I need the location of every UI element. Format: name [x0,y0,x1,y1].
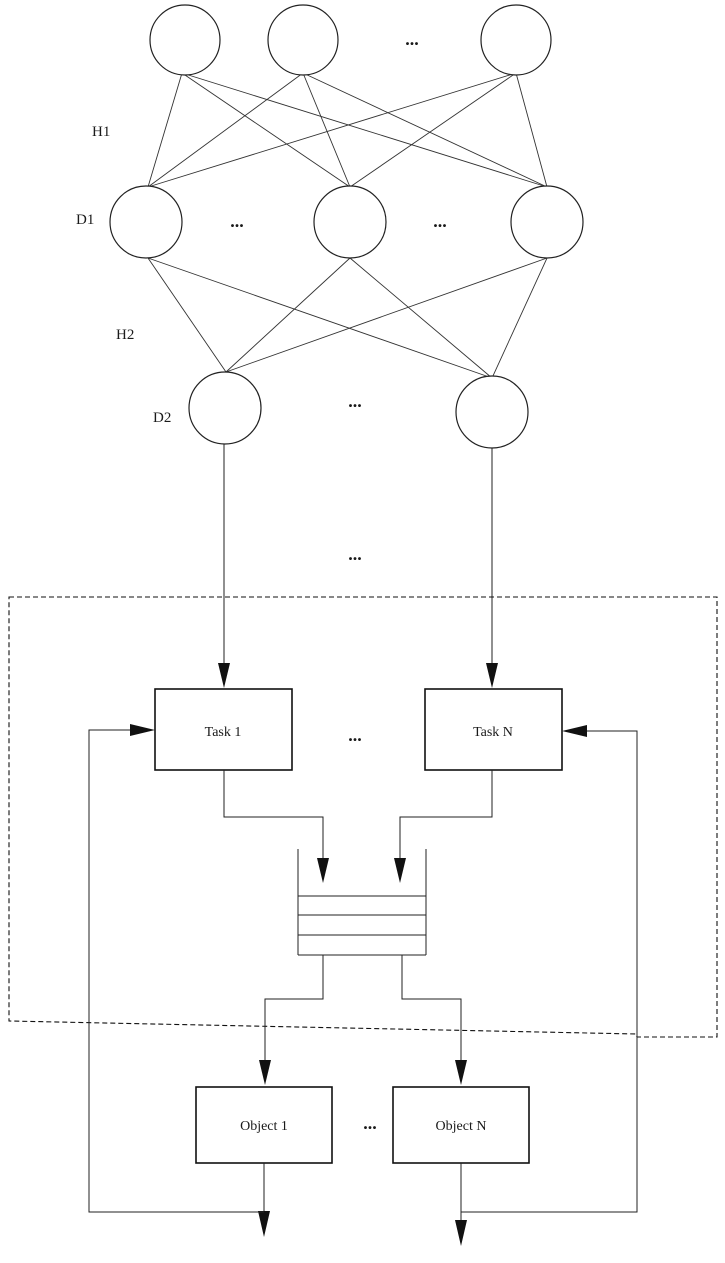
arrow-down-icon [317,858,329,883]
edge [181,72,351,188]
edge [147,72,183,188]
task-n-label: Task N [473,725,513,740]
edge [349,72,517,188]
object-n-label: Object N [436,1119,487,1134]
top-node-2 [267,4,339,76]
top-node-1 [149,4,221,76]
mid-ellipsis: ... [348,544,362,564]
edges-top-to-d1 [147,72,548,188]
label-h2: H2 [116,327,134,343]
feedback-loop-right [461,730,638,1213]
arrow-down-icon [455,1060,467,1085]
edge [147,72,517,188]
object-1-label: Object 1 [240,1119,288,1134]
edge [147,257,227,373]
task-1-box [154,688,293,771]
label-h1: H1 [92,124,110,140]
d1-ellipsis-1: ... [230,211,244,231]
feedback-loop-left [88,729,264,1213]
d1-node-2 [313,185,387,259]
edges-d1-to-d2 [147,257,548,379]
arrow-down-icon [259,1060,271,1085]
connector-task-1-queue [223,770,324,858]
d2-node-1 [188,371,262,445]
edge [302,72,548,188]
d2-ellipsis: ... [348,391,362,411]
arrow-down-icon [394,858,406,883]
arrow-down-icon [455,1220,467,1246]
connector-queue-object-1 [264,955,324,1060]
d1-node-1 [109,185,183,259]
arrow-right-icon [130,724,155,736]
arrow-left-icon [562,725,587,737]
edge [515,72,548,188]
edge [181,72,548,188]
top-ellipsis: ... [405,29,419,49]
edge [147,72,304,188]
edge [491,257,548,379]
arrow-down-icon [258,1211,270,1237]
label-d2: D2 [153,410,171,426]
d1-node-n [510,185,584,259]
edge [225,257,351,373]
task-1-label: Task 1 [205,725,242,740]
arrow-down-icon [218,663,230,688]
connector-queue-object-n [401,955,462,1060]
arrow-down-icon [486,663,498,688]
edge [302,72,351,188]
edge [349,257,493,379]
edge [147,257,493,379]
queue [297,849,427,956]
connector-task-n-queue [399,770,493,858]
edge [225,257,548,373]
d1-ellipsis-2: ... [433,211,447,231]
top-node-n [480,4,552,76]
task-ellipsis: ... [348,725,362,745]
dashed-boundary [8,596,718,1038]
task-n-box [424,688,563,771]
label-d1: D1 [76,212,94,228]
d2-node-n [455,375,529,449]
object-ellipsis: ... [363,1113,377,1133]
